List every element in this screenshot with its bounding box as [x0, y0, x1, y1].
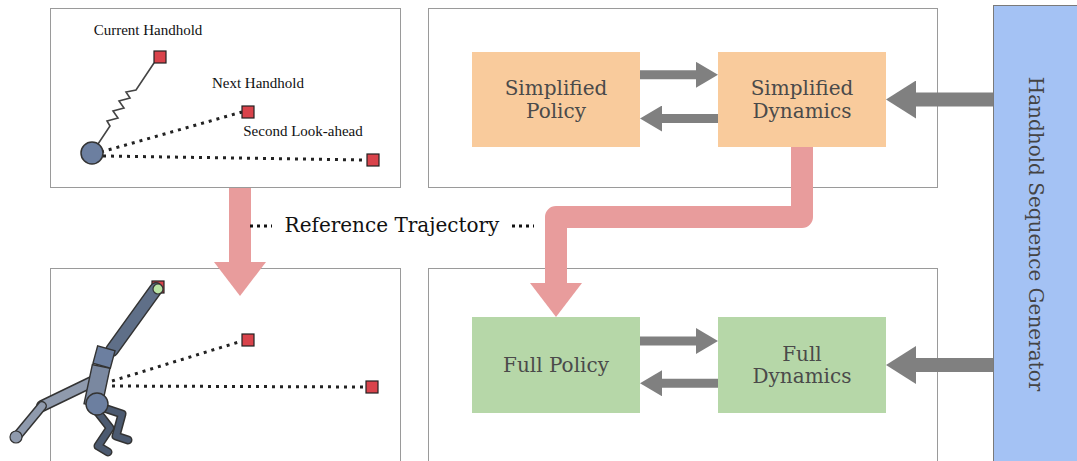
- handhold-label: Next Handhold: [212, 75, 304, 92]
- node-label: Full Dynamics: [730, 343, 874, 388]
- flow-arrow: [916, 93, 993, 107]
- flow-label: Reference Trajectory: [285, 213, 500, 237]
- flow-arrow: [916, 358, 993, 372]
- process-box: Simplified Policy: [472, 52, 640, 147]
- process-box: Simplified Dynamics: [718, 52, 886, 147]
- flow-arrow: [662, 379, 718, 388]
- node-label: Handhold Sequence Generator: [1024, 76, 1046, 391]
- reference-trajectory-arrow: [556, 147, 802, 283]
- generator-band: Handhold Sequence Generator: [993, 5, 1077, 461]
- handhold-label: Current Handhold: [94, 22, 203, 39]
- node-label: Simplified Policy: [484, 77, 628, 122]
- reference-arrow: [229, 188, 251, 262]
- flow-arrow: [640, 337, 696, 346]
- flow-arrow: [662, 114, 718, 123]
- spring: [98, 63, 154, 144]
- panel: [51, 269, 401, 461]
- dots: [250, 225, 272, 228]
- handhold-label: Second Look-ahead: [243, 123, 363, 140]
- process-box: Full Policy: [472, 317, 640, 413]
- handhold: [367, 154, 379, 166]
- body-point: [81, 142, 103, 164]
- simplified-model: [81, 51, 379, 166]
- process-box: Full Dynamics: [718, 317, 886, 413]
- panel: [429, 9, 938, 188]
- panel: [429, 269, 938, 461]
- handhold: [242, 106, 254, 118]
- panel: [51, 9, 401, 188]
- flow-arrow: [640, 70, 696, 79]
- handhold: [154, 51, 166, 63]
- node-label: Full Policy: [503, 354, 609, 376]
- climber-figure: [10, 281, 378, 452]
- node-label: Simplified Dynamics: [730, 77, 874, 122]
- dots: [512, 225, 534, 228]
